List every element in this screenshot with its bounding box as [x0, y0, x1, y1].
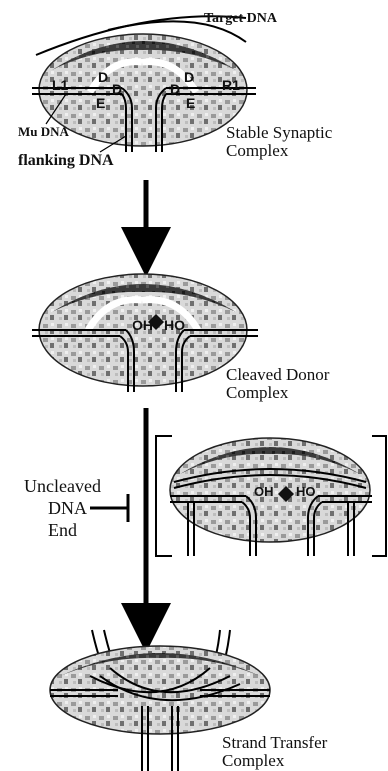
cleaved-donor-title-2: Complex	[226, 383, 289, 402]
stable-synaptic-complex: L1 R1 D D D D E E Target DNA Mu DNA flan…	[18, 11, 333, 169]
uncleaved-label-3: End	[48, 520, 77, 540]
bracket-right	[372, 436, 386, 556]
domain-e-label-1: E	[96, 95, 105, 111]
flanking-dna-label: flanking DNA	[18, 152, 114, 169]
site-l1-label: L1	[52, 77, 69, 93]
strand-transfer-complex: Strand Transfer Complex	[50, 630, 328, 771]
domain-d-label-1: D	[98, 69, 108, 85]
strand-transfer-title-1: Strand Transfer	[222, 733, 328, 752]
branch-oh-left: OH	[254, 484, 274, 499]
domain-e-label-2: E	[186, 95, 195, 111]
strand-transfer-title-2: Complex	[222, 751, 285, 770]
stable-synaptic-title-1: Stable Synaptic	[226, 123, 333, 142]
domain-d-label-2: D	[112, 81, 122, 97]
uncleaved-label-1: Uncleaved	[24, 476, 101, 496]
uncleaved-label-2: DNA	[48, 498, 87, 518]
branch-oh-right: HO	[296, 484, 316, 499]
cleaved-oh-left: OH	[132, 317, 153, 333]
domain-d-label-4: D	[184, 69, 194, 85]
target-dna-label: Target DNA	[204, 11, 278, 26]
domain-d-label-3: D	[170, 81, 180, 97]
bracket-left	[156, 436, 172, 556]
transpososome-body	[39, 34, 247, 146]
mu-dna-label: Mu DNA	[18, 124, 70, 139]
uncleaved-branch: Uncleaved DNA End OH HO	[24, 436, 386, 556]
cleaved-donor-complex: OH HO Cleaved Donor Complex	[32, 274, 330, 402]
site-r1-label: R1	[222, 77, 240, 93]
cleaved-donor-title-1: Cleaved Donor	[226, 365, 330, 384]
cleaved-oh-right: HO	[164, 317, 185, 333]
stable-synaptic-title-2: Complex	[226, 141, 289, 160]
